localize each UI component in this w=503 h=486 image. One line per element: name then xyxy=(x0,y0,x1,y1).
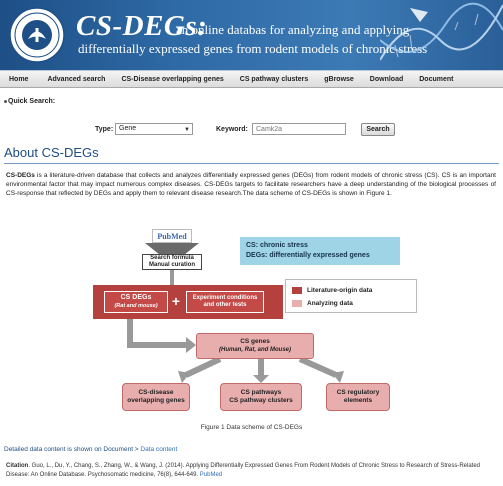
detail-line: Detailed data content is shown on Docume… xyxy=(4,446,178,453)
experiment-conditions-box: Experiment conditions and other tests xyxy=(186,291,264,313)
citation: Citation. Guo, L., Du, Y., Chang, S., Zh… xyxy=(6,463,481,478)
institute-logo-icon xyxy=(9,7,65,63)
legend-item-analyzing: Analyzing data xyxy=(292,300,353,307)
pubmed-logo: PubMed xyxy=(152,229,192,243)
chevron-down-icon: ▼ xyxy=(184,127,190,133)
site-title: CS-DEGs: xyxy=(76,10,208,42)
divider xyxy=(4,163,499,164)
funnel-icon xyxy=(145,243,199,259)
search-formula-box: Search formula Manual curation xyxy=(142,254,202,270)
plus-icon: + xyxy=(171,293,181,309)
search-button[interactable]: Search xyxy=(361,123,395,136)
legend-swatch xyxy=(292,300,302,307)
type-select[interactable]: Gene▼ xyxy=(115,123,193,135)
about-title: About CS-DEGs xyxy=(4,145,99,160)
data-scheme-figure: PubMed Search formula Manual curation CS… xyxy=(90,225,430,417)
nav-item-advanced-search[interactable]: Advanced search xyxy=(47,75,106,83)
dna-helix-icon xyxy=(380,2,503,61)
figure-caption: Figure 1 Data scheme of CS-DEGs xyxy=(200,424,303,431)
type-label: Type: xyxy=(95,126,114,133)
figure-legend: Literature-origin data Analyzing data xyxy=(285,279,417,313)
pubmed-link[interactable]: PubMed xyxy=(199,471,223,478)
keyword-label: Keyword: xyxy=(216,126,248,133)
site-subtitle-line1: an online databas for analyzing and appl… xyxy=(176,22,410,37)
about-paragraph: CS-DEGs is a literature-driven database … xyxy=(6,172,496,197)
site-header: CS-DEGs: an online databas for analyzing… xyxy=(0,0,503,70)
legend-item-literature: Literature-origin data xyxy=(292,287,372,294)
cs-regulatory-box: CS regulatory elements xyxy=(326,383,390,411)
cs-genes-box: CS genes (Human, Rat, and Mouse) xyxy=(196,333,314,359)
nav-item-cs-disease[interactable]: CS-Disease overlapping genes xyxy=(121,75,224,83)
cs-pathways-box: CS pathways CS pathway clusters xyxy=(220,383,302,411)
main-nav: Home Advanced search CS-Disease overlapp… xyxy=(0,70,503,88)
nav-item-cs-pathway[interactable]: CS pathway clusters xyxy=(239,75,309,83)
cs-disease-overlap-box: CS-disease overlapping genes xyxy=(122,383,190,411)
site-subtitle-line2: differentially expressed genes from rode… xyxy=(78,41,428,56)
nav-item-home[interactable]: Home xyxy=(9,75,29,83)
cs-degs-box: CS DEGs (Rat and mouse) xyxy=(104,291,168,313)
keyword-input[interactable] xyxy=(252,123,346,135)
nav-item-download[interactable]: Download xyxy=(369,75,404,83)
bullet-icon xyxy=(4,99,7,103)
quick-search-panel: Quick Search: Type: Gene▼ Keyword: Searc… xyxy=(0,90,503,140)
quick-search-label: Quick Search: xyxy=(4,98,55,105)
nav-item-gbrowse[interactable]: gBrowse xyxy=(324,75,354,83)
abbreviation-box: CS: chronic stress DEGs: differentially … xyxy=(240,237,400,265)
data-content-link[interactable]: Data content xyxy=(140,446,178,453)
legend-swatch xyxy=(292,287,302,294)
nav-item-document[interactable]: Document xyxy=(419,75,454,83)
figure-arrows xyxy=(127,270,344,383)
